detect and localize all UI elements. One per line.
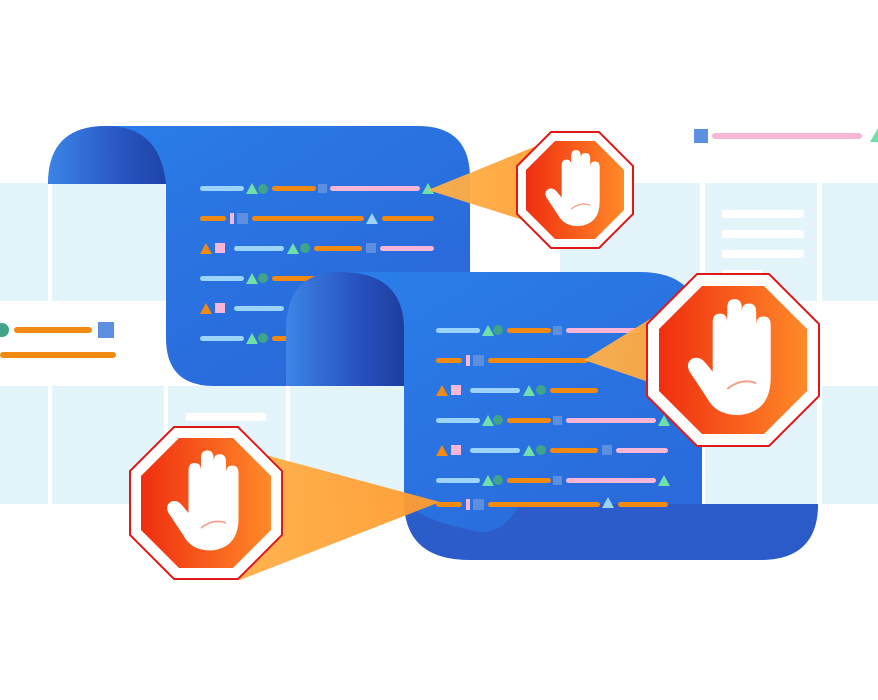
code-lines-2: [436, 325, 670, 510]
stop-sign-1: [516, 131, 634, 249]
floating-code-left: [0, 322, 116, 358]
stop-sign-2: [646, 273, 820, 447]
code-lines-1: [200, 183, 434, 344]
stop-sign-3: [129, 426, 283, 580]
floating-code-top-right: [694, 128, 878, 143]
